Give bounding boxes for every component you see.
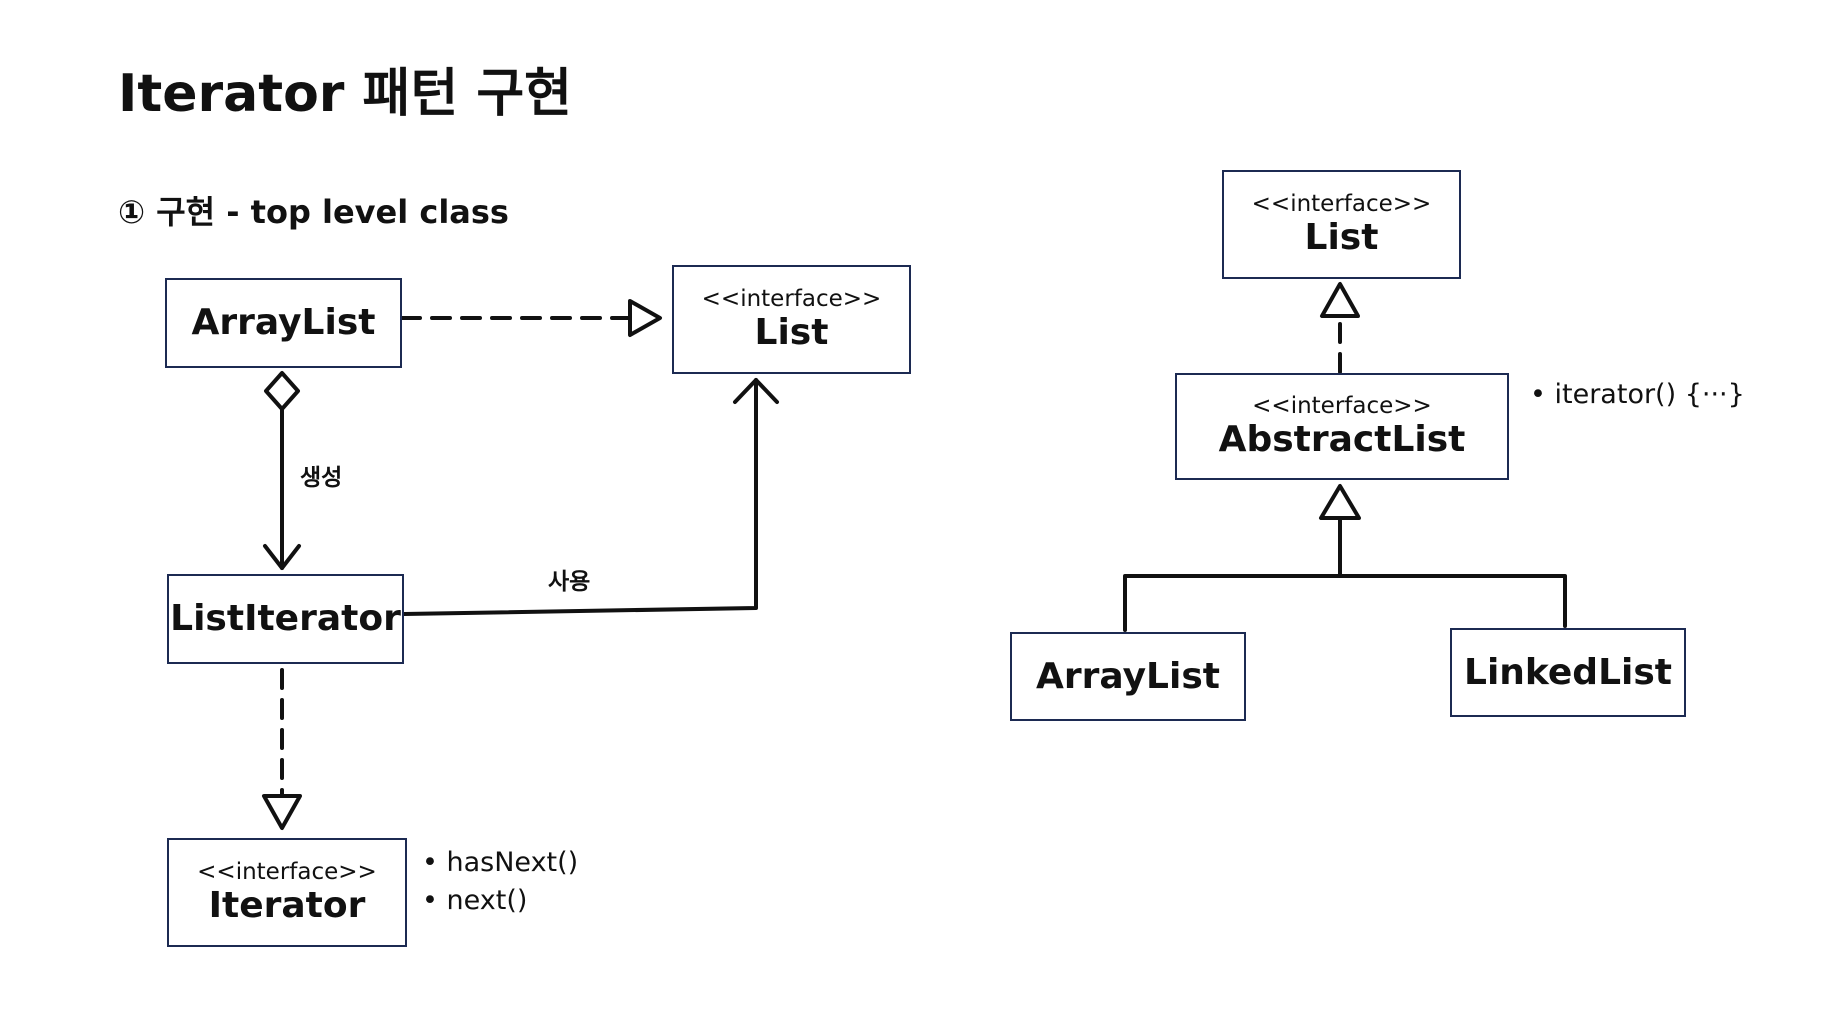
realization-arrowhead: [628, 299, 662, 337]
create-arrowhead: [263, 544, 301, 570]
use-arrowhead: [733, 378, 779, 404]
interface-box-list: <<interface>> List: [672, 265, 911, 374]
section-subtitle: ① 구현 - top level class: [118, 193, 509, 231]
class-name: ArrayList: [191, 302, 376, 344]
class-name: LinkedList: [1464, 651, 1672, 693]
generalization-arrowhead: [1319, 484, 1361, 520]
class-box-listiterator: ListIterator: [167, 574, 404, 664]
stereotype-label: <<interface>>: [701, 285, 882, 312]
class-box-linkedlist: LinkedList: [1450, 628, 1686, 717]
generalization-line-linkedlist: [1338, 574, 1567, 628]
class-name: Iterator: [208, 885, 366, 927]
aggregation-diamond: [264, 371, 300, 411]
use-label: 사용: [548, 569, 591, 595]
interface-box-abstractlist: <<interface>> AbstractList: [1175, 373, 1509, 480]
class-name: List: [1304, 217, 1379, 259]
class-name: ArrayList: [1036, 655, 1220, 697]
realization-arrowhead: [1320, 282, 1360, 318]
iterator-methods-note: • hasNext() • next(): [422, 844, 578, 920]
stereotype-label: <<interface>>: [1251, 190, 1432, 217]
create-label: 생성: [300, 465, 343, 491]
class-box-arraylist: ArrayList: [165, 278, 402, 368]
use-line: [402, 378, 758, 616]
method-item: • next(): [422, 884, 528, 916]
generalization-line-arraylist: [1123, 574, 1342, 632]
abstractlist-method-note: • iterator() {···}: [1530, 379, 1745, 410]
stereotype-label: <<interface>>: [1252, 392, 1432, 419]
interface-box-iterator: <<interface>> Iterator: [167, 838, 407, 947]
class-name: AbstractList: [1218, 419, 1466, 461]
method-item: • hasNext(): [422, 847, 579, 878]
page-title: Iterator 패턴 구현: [118, 64, 573, 124]
interface-box-list: <<interface>> List: [1222, 170, 1461, 279]
realization-arrowhead: [262, 794, 302, 830]
class-name: ListIterator: [170, 598, 401, 640]
class-box-arraylist: ArrayList: [1010, 632, 1246, 721]
class-name: List: [754, 312, 829, 354]
stereotype-label: <<interface>>: [197, 858, 377, 885]
